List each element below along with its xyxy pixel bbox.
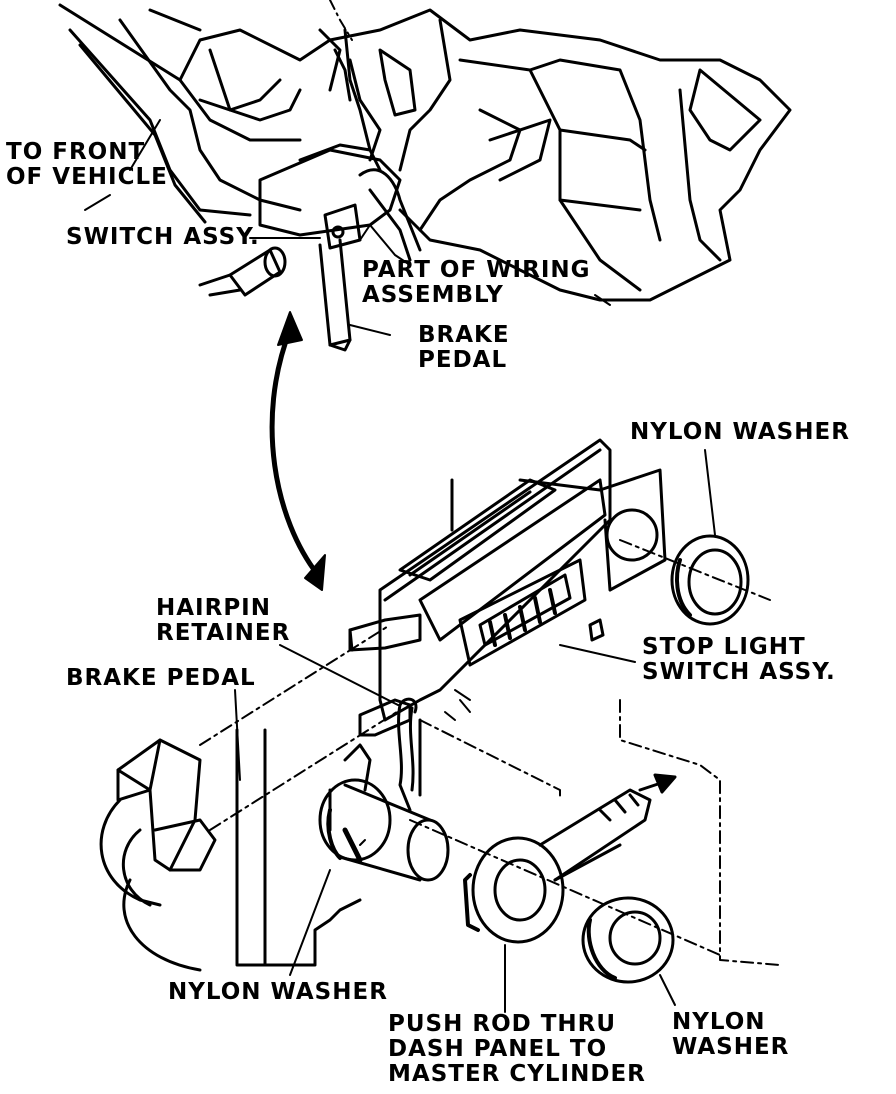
label-line: TO FRONT [6,139,146,165]
label-switch-assy: SWITCH ASSY. [66,225,260,250]
label-stop-light-switch-assy: STOP LIGHT SWITCH ASSY. [642,635,836,685]
label-line: BRAKE PEDAL [66,665,256,691]
label-line: DASH PANEL TO [388,1036,608,1062]
nylon-washer-right-drawing [581,896,675,984]
label-line: PUSH ROD THRU [388,1011,617,1037]
hairpin-retainer-drawing [397,697,422,812]
dash-panel-assembly [58,0,792,352]
label-line: SWITCH ASSY. [66,224,260,250]
label-to-front-of-vehicle: TO FRONT OF VEHICLE [6,140,168,190]
label-line: NYLON [672,1009,766,1035]
label-line: PART OF WIRING [362,257,591,283]
brake-pedal-lower-drawing [235,728,372,967]
wiring-connector-drawing [99,738,217,972]
push-rod-drawing [463,773,677,944]
label-nylon-washer-right: NYLON WASHER [672,1010,789,1060]
label-line: RETAINER [156,620,291,646]
label-part-of-wiring-assembly: PART OF WIRING ASSEMBLY [362,258,591,308]
label-nylon-washer-top: NYLON WASHER [630,420,850,445]
label-line: NYLON WASHER [168,979,388,1005]
label-line: STOP LIGHT [642,634,806,660]
label-line: ASSEMBLY [362,282,504,308]
label-push-rod: PUSH ROD THRU DASH PANEL TO MASTER CYLIN… [388,1012,646,1087]
leader-lines [84,119,716,1013]
label-brake-pedal-top: BRAKE PEDAL [418,323,510,373]
nylon-washer-top-drawing [670,534,750,626]
nylon-washer-bottom-drawing [318,778,450,882]
label-hairpin-retainer: HAIRPIN RETAINER [156,596,290,646]
stop-light-switch-drawing [348,438,667,737]
label-line: MASTER CYLINDER [388,1061,646,1087]
label-brake-pedal-middle: BRAKE PEDAL [66,666,256,691]
phantom-lines [199,539,781,966]
label-nylon-washer-bottom: NYLON WASHER [168,980,388,1005]
label-line: WASHER [672,1034,790,1060]
label-line: NYLON WASHER [630,419,850,445]
label-line: SWITCH ASSY. [642,659,836,685]
assembly-arrow [269,311,326,591]
label-line: HAIRPIN [156,595,271,621]
label-line: BRAKE [418,322,510,348]
label-line: OF VEHICLE [6,164,168,190]
label-line: PEDAL [418,347,508,373]
